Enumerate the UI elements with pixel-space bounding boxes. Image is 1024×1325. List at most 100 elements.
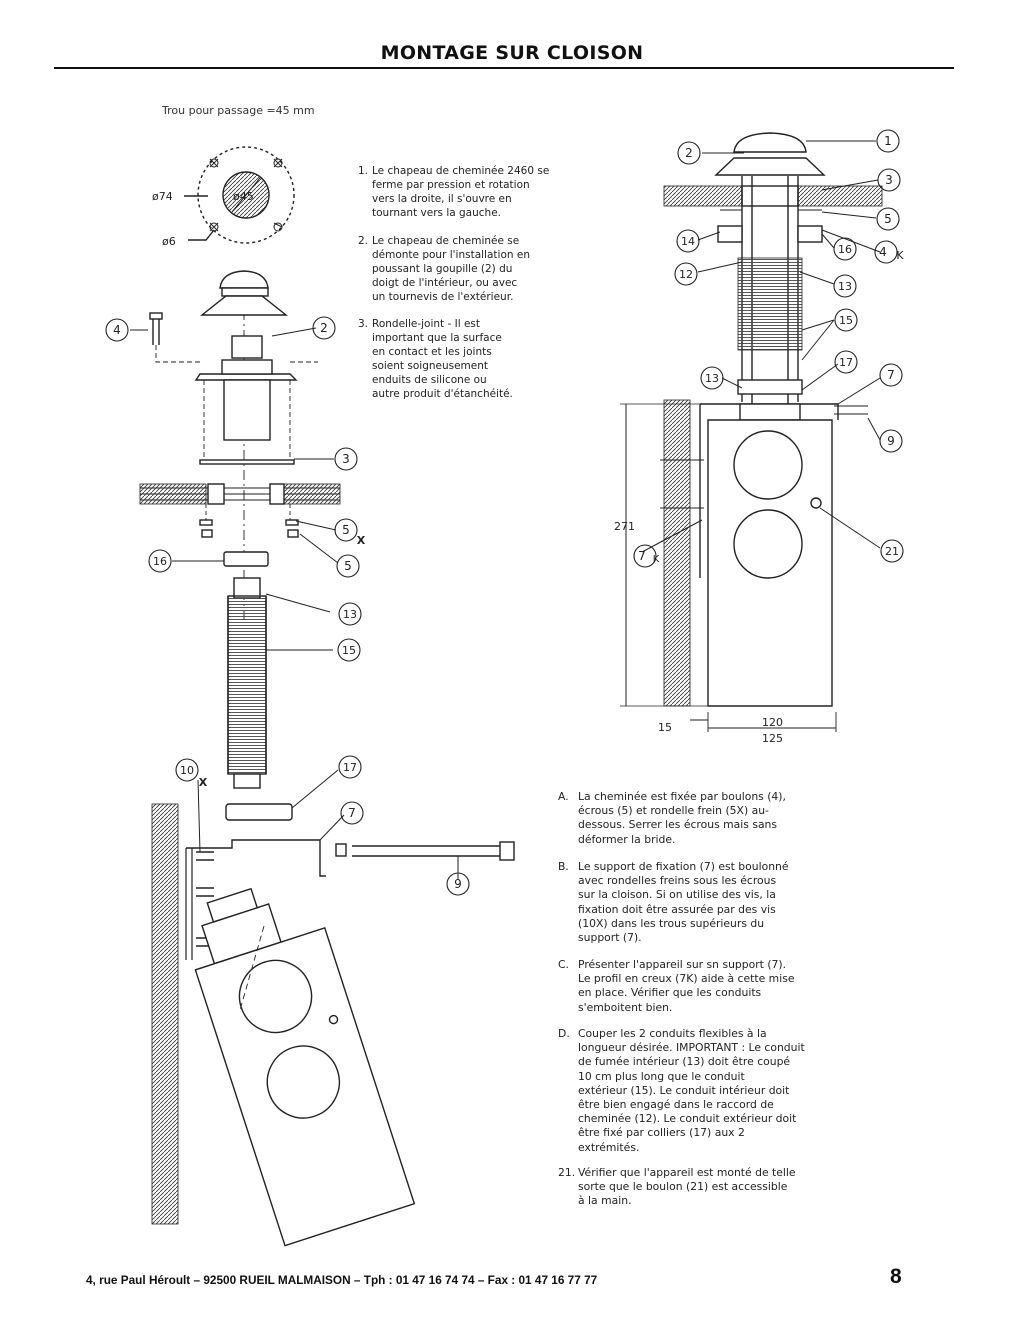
nut-right <box>797 225 823 243</box>
note-number: 3. <box>358 318 369 330</box>
instruction-letter: D. <box>558 1027 570 1040</box>
callout-7-label: 7 <box>348 806 356 820</box>
collar-lower <box>737 379 803 395</box>
callout-3-right-label: 3 <box>885 173 893 187</box>
callout-16-label: 16 <box>153 555 167 568</box>
screw-hole-marks <box>209 158 283 232</box>
instruction-a: A. La cheminée est fixée par boulons (4)… <box>558 790 848 847</box>
lock-washer <box>199 519 213 526</box>
title-rule <box>54 67 954 69</box>
callout-21 <box>880 539 904 563</box>
bolt-head <box>149 312 163 320</box>
instruction-text: Le support de fixation (7) est boulonné … <box>578 860 789 945</box>
callout-7k-suffix: K <box>653 554 660 565</box>
cap-top <box>733 132 807 153</box>
flange <box>194 373 298 381</box>
note-3: 3. Rondelle-joint - Il est important que… <box>358 317 568 401</box>
cap-collar <box>231 335 263 359</box>
bolt-shank <box>152 319 160 345</box>
callout-2-right-label: 2 <box>685 146 693 160</box>
callout-4k <box>874 240 898 264</box>
callout-1-label: 1 <box>884 134 892 148</box>
instruction-letter: C. <box>558 958 569 971</box>
bolt-head <box>499 841 515 861</box>
dim-inner-width-label: 120 <box>762 716 783 729</box>
instruction-text: La cheminée est fixée par boulons (4), é… <box>578 790 786 846</box>
callout-17-right-label: 17 <box>839 356 853 369</box>
outer-sleeve <box>223 379 271 441</box>
gasket <box>199 459 295 465</box>
outer-flexible-duct <box>227 595 267 775</box>
callout-21-label: 21 <box>885 545 899 558</box>
callout-3 <box>334 447 358 471</box>
callout-2-right <box>677 141 701 165</box>
callout-5-right-label: 5 <box>884 212 892 226</box>
callout-10x <box>175 758 199 782</box>
wall-section <box>151 803 179 1225</box>
instruction-text: Présenter l'appareil sur sn support (7).… <box>578 958 795 1014</box>
callout-7k <box>633 544 657 568</box>
callout-5x <box>334 518 358 542</box>
note-2: 2. Le chapeau de cheminée se démonte pou… <box>358 234 568 304</box>
instruction-b: B. Le support de fixation (7) est boulon… <box>558 860 848 945</box>
note-text: Rondelle-joint - Il est important que la… <box>372 318 513 400</box>
note-number: 2. <box>358 235 369 247</box>
callout-7-right <box>879 363 903 387</box>
nut-left <box>717 225 743 243</box>
page-title: MONTAGE SUR CLOISON <box>380 42 644 64</box>
dim-outer-width-label: 125 <box>762 732 783 745</box>
d6-leader <box>188 229 215 241</box>
callout-3-label: 3 <box>342 452 350 466</box>
instruction-d: D. Couper les 2 conduits flexibles à la … <box>558 1027 848 1155</box>
callout-15 <box>337 638 361 662</box>
note-text: Le chapeau de cheminée se démonte pour l… <box>372 235 530 303</box>
note-1: 1. Le chapeau de cheminée 2460 se ferme … <box>358 164 568 220</box>
callout-13-right-label: 13 <box>838 280 852 293</box>
footer-address: 4, rue Paul Héroult – 92500 RUEIL MALMAI… <box>86 1273 598 1287</box>
callout-17 <box>338 755 362 779</box>
hole-detail: ø74 ø45 ø6 <box>152 146 295 248</box>
d6-label: ø6 <box>162 235 176 248</box>
left-exploded-view <box>139 270 515 1247</box>
callout-7-right-label: 7 <box>887 368 895 382</box>
callout-15-right-label: 15 <box>839 314 853 327</box>
callout-17-right <box>834 350 858 374</box>
instruction-text: Vérifier que l'appareil est monté de tel… <box>578 1166 796 1208</box>
callout-4 <box>105 318 129 342</box>
callout-2-label: 2 <box>320 321 328 335</box>
callout-14-label: 14 <box>681 235 695 248</box>
instruction-21: 21. Vérifier que l'appareil est monté de… <box>558 1166 848 1209</box>
mounting-bracket <box>186 839 326 877</box>
callout-4k-label: 4 <box>879 245 887 259</box>
d45-leader <box>231 177 261 213</box>
callout-13b-right-label: 13 <box>705 372 719 385</box>
note-text: Le chapeau de cheminée 2460 se ferme par… <box>372 165 550 219</box>
callout-9 <box>446 872 470 896</box>
upper-port <box>733 430 803 500</box>
nut <box>287 529 299 538</box>
instruction-text: Couper les 2 conduits flexibles à la lon… <box>578 1027 805 1154</box>
callout-10x-suffix: X <box>199 776 208 789</box>
callout-7k-label: 7 <box>638 549 646 563</box>
callout-1 <box>876 129 900 153</box>
callout-14 <box>676 229 700 253</box>
dim-left-offset-label: 15 <box>658 721 672 734</box>
instruction-c: C. Présenter l'appareil sur sn support (… <box>558 958 848 1015</box>
right-leaders <box>641 140 881 553</box>
callout-9-right <box>879 429 903 453</box>
callout-16 <box>148 549 172 573</box>
partition-wall <box>139 483 341 505</box>
lower-port <box>733 509 803 579</box>
callout-12-label: 12 <box>679 268 693 281</box>
d45-label: ø45 <box>233 190 254 203</box>
callout-7 <box>340 801 364 825</box>
callout-17-label: 17 <box>343 761 357 774</box>
callout-5 <box>336 554 360 578</box>
chimney-cap-top <box>219 270 269 289</box>
callout-2 <box>312 316 336 340</box>
callout-13-label: 13 <box>343 608 357 621</box>
callout-10x-label: 10 <box>180 764 194 777</box>
bolt-21 <box>810 497 822 509</box>
nut <box>201 529 213 538</box>
left-callouts <box>105 316 470 896</box>
